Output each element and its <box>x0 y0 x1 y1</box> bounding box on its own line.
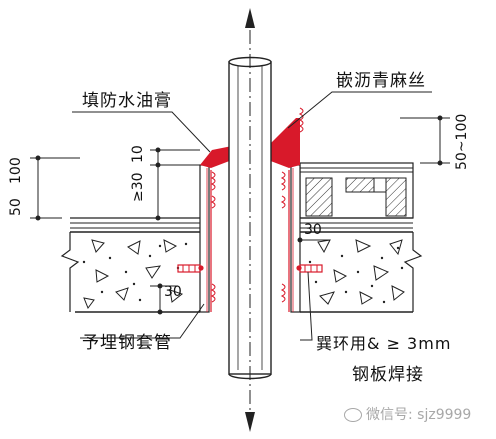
label-weld: 钢板焊接 <box>352 365 424 385</box>
leader-lines <box>72 91 432 341</box>
dim-right-30 <box>297 237 330 243</box>
dim-ge30-10 <box>150 147 200 221</box>
dim-text-30-right: 30 <box>304 222 322 238</box>
dim-right-50-100 <box>400 115 450 166</box>
centerline <box>245 8 255 432</box>
concrete-dots-right <box>308 246 404 304</box>
concrete-dots-left <box>82 242 188 302</box>
dim-text-50: 50 <box>8 198 24 216</box>
wechat-icon <box>344 408 362 422</box>
dim-text-ge30: ≥30 <box>130 172 146 202</box>
dim-text-100: 100 <box>8 157 24 184</box>
dim-left-30 <box>150 283 178 315</box>
asphalt-hemp-filling <box>210 107 304 303</box>
waterproof-sealant <box>200 118 300 168</box>
concrete-aggregate-left <box>83 239 184 310</box>
concrete-aggregate-right <box>317 239 405 305</box>
watermark: 微信号: sjz9999 <box>344 404 471 424</box>
dim-left-50-100 <box>30 155 80 221</box>
dim-text-50-100: 50~100 <box>454 113 470 170</box>
label-ring: 巽环用& ≥ 3mm <box>316 334 452 353</box>
label-embedded-asphalt: 嵌沥青麻丝 <box>336 71 426 91</box>
water-stop-ring <box>177 264 323 273</box>
dim-text-10: 10 <box>130 145 146 163</box>
label-sleeve: 予埋钢套管 <box>82 333 172 353</box>
dim-text-30-left: 30 <box>164 284 182 300</box>
raised-platform-right <box>299 162 414 219</box>
floor-slab-left <box>60 217 200 313</box>
label-fill-waterproof: 填防水油膏 <box>82 91 172 111</box>
watermark-text: 微信号: sjz9999 <box>366 407 472 423</box>
